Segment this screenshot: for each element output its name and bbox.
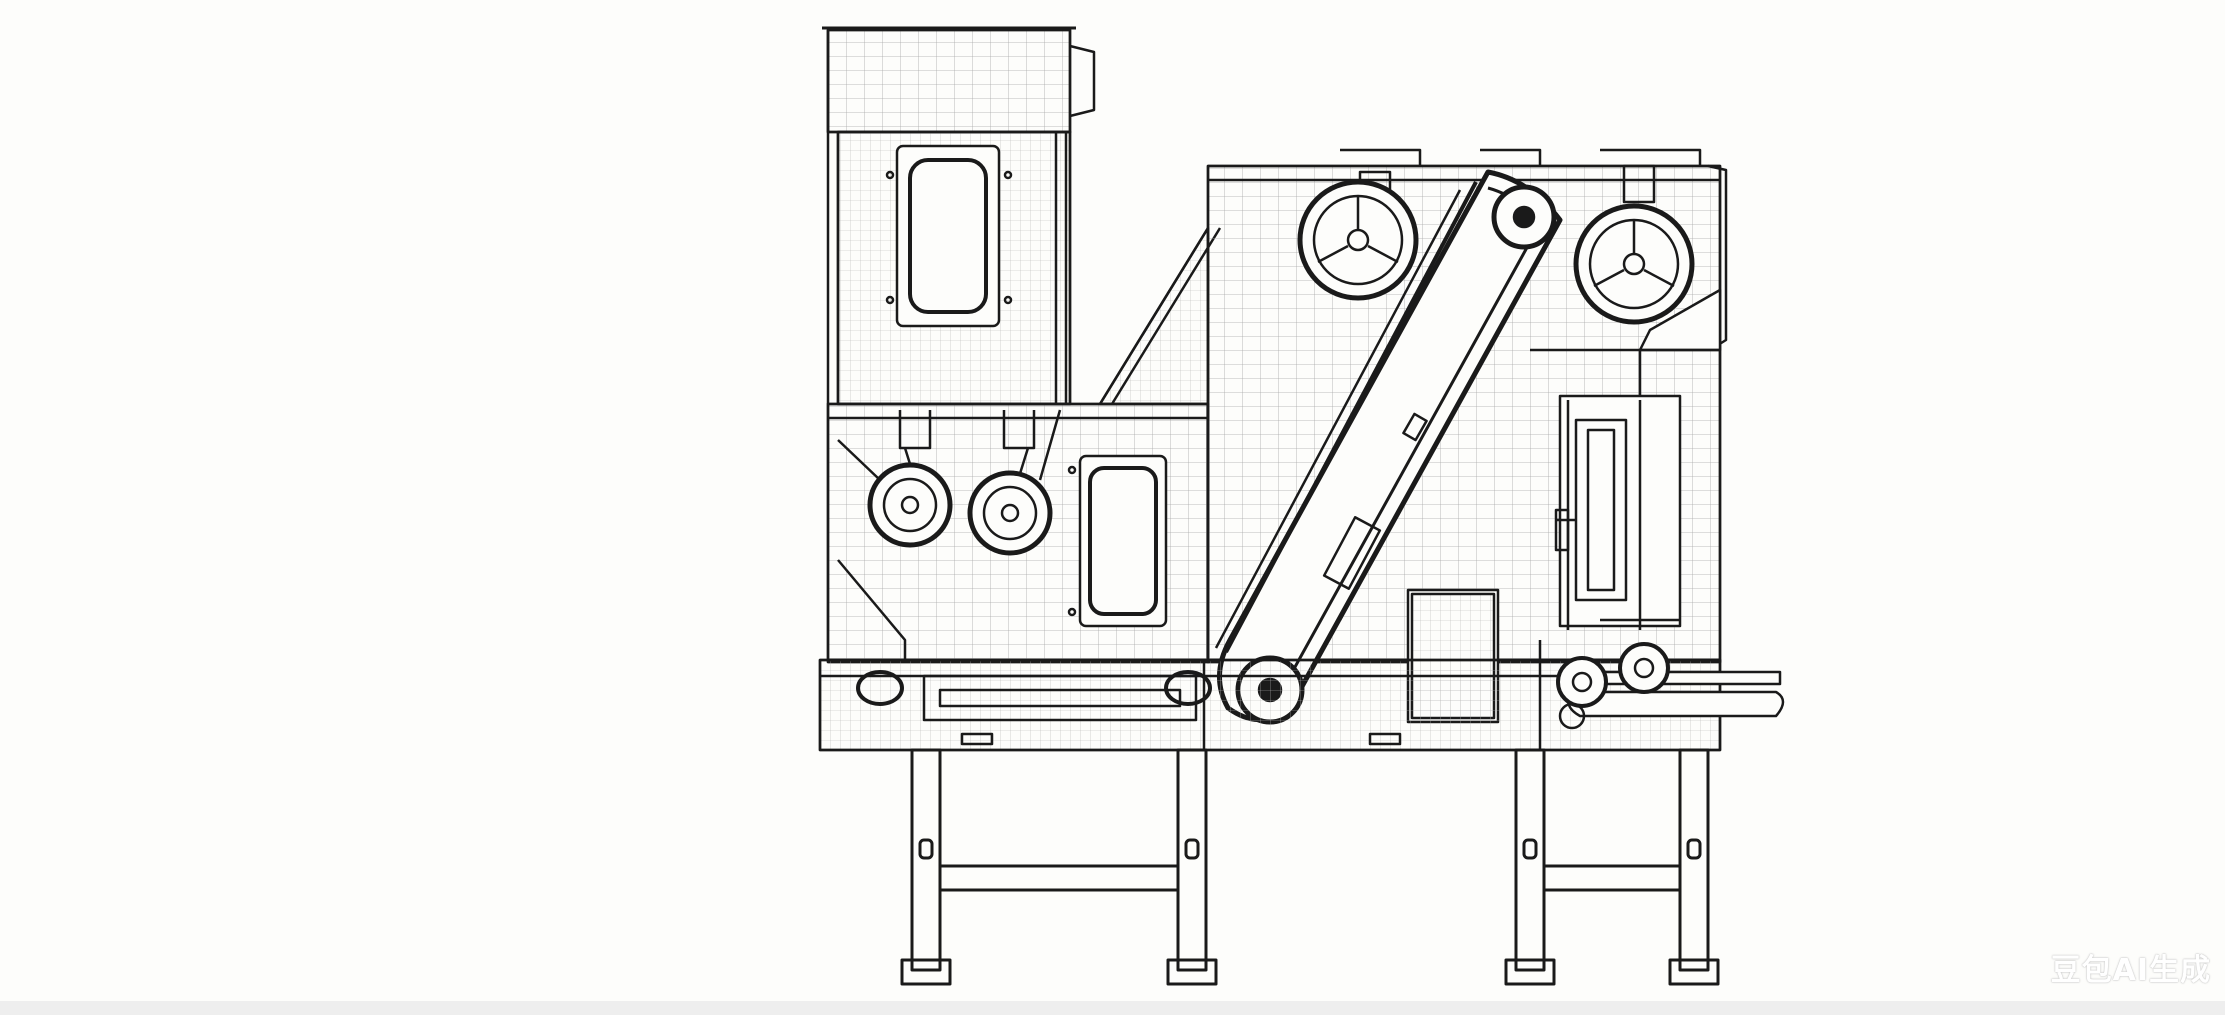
left-body: [826, 402, 1210, 664]
fan-wheel-right: [1573, 164, 1695, 325]
base-frame: [818, 640, 1785, 752]
watermark-label: 豆包AI生成: [2050, 953, 2211, 988]
machine: [818, 26, 1785, 986]
support-legs: [900, 748, 1720, 986]
fan-wheel-left: [1297, 170, 1419, 301]
slant-panel: [1098, 226, 1222, 406]
bottom-edge-bar: [0, 1001, 2225, 1015]
left-tower: [822, 26, 1096, 406]
